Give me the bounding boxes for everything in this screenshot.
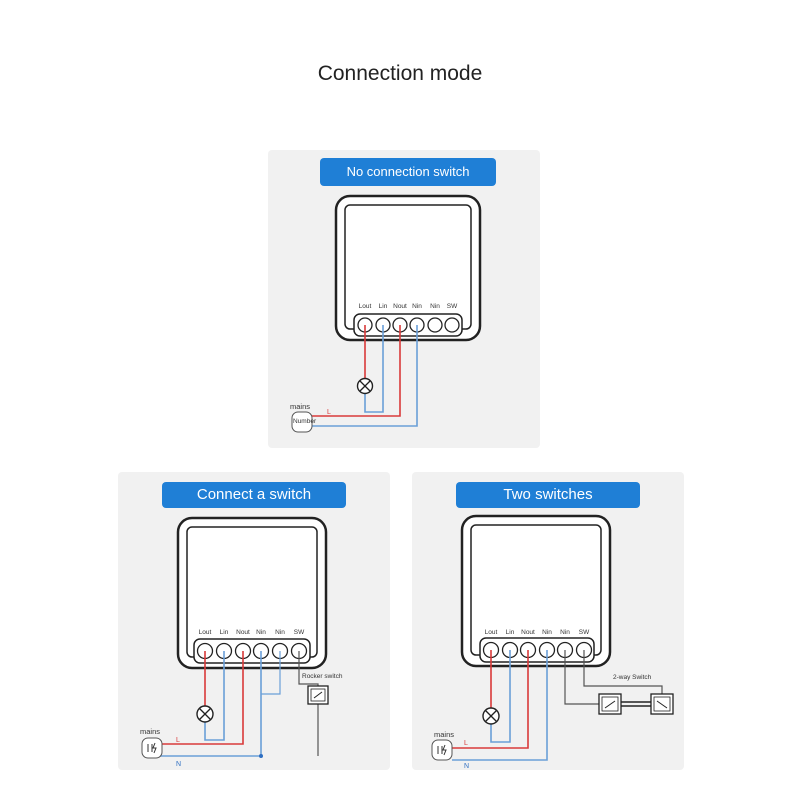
- live-label: L: [176, 737, 180, 744]
- terminal-label-nout: Nout: [236, 629, 250, 636]
- lamp-icon: [196, 705, 214, 723]
- panel-no-connection-switch: Lout Lin Nout Nin Nin SW mains L Number …: [268, 150, 540, 448]
- switch-label: 2-way Switch: [613, 674, 652, 681]
- terminal-label-nin-2: Nin: [430, 303, 440, 310]
- nin-bridge-wire: [261, 651, 281, 695]
- page-title: Connection mode: [317, 62, 483, 85]
- terminal-label-sw: SW: [579, 629, 590, 636]
- device-face: [186, 526, 318, 658]
- terminal-labels: Lout Lin Nout Nin Nin SW: [485, 629, 590, 636]
- switch-wire-nin: [564, 650, 602, 705]
- live-label: L: [464, 740, 468, 747]
- terminal-label-lout: Lout: [199, 629, 212, 636]
- load-neutral-wire: [490, 650, 511, 743]
- terminal-label-nin-1: Nin: [256, 629, 266, 636]
- two-way-switch-icon: [598, 693, 622, 715]
- device-face: [344, 204, 472, 330]
- terminal-label-lin: Lin: [220, 629, 229, 636]
- terminal-label-lin: Lin: [379, 303, 388, 310]
- switch-wire-sw: [583, 650, 663, 698]
- terminal-label-nin-1: Nin: [412, 303, 422, 310]
- terminal-labels: Lout Lin Nout Nin Nin SW: [359, 303, 458, 310]
- terminal-label-nin-1: Nin: [542, 629, 552, 636]
- rocker-switch-icon: [307, 685, 329, 705]
- lamp-icon: [356, 377, 374, 395]
- terminal-label-nout: Nout: [521, 629, 535, 636]
- panel-header: No connection switch: [320, 158, 496, 186]
- wiring-diagram: Lout Lin Nout Nin Nin SW 2-way Switch: [431, 514, 674, 770]
- neutral-label: N: [176, 761, 181, 768]
- mains-label: mains: [140, 727, 160, 736]
- wiring-diagram: Lout Lin Nout Nin Nin SW Rocker switch: [140, 516, 343, 768]
- live-in-wire: [158, 651, 244, 745]
- live-in-wire: [304, 325, 401, 417]
- load-neutral-wire: [204, 651, 225, 741]
- panel-connect-a-switch: Lout Lin Nout Nin Nin SW Rocker switch: [118, 472, 390, 770]
- power-plug-icon: [141, 737, 163, 759]
- switch-label: Rocker switch: [302, 673, 343, 680]
- power-plug-icon: [431, 739, 453, 761]
- neutral-label: N: [464, 763, 469, 770]
- neutral-wire: [304, 325, 418, 427]
- plug-text: Number: [293, 418, 317, 425]
- junction-dot: [259, 754, 263, 758]
- terminal-label-sw: SW: [294, 629, 305, 636]
- terminal-label-lout: Lout: [359, 303, 372, 310]
- terminal-label-nin-2: Nin: [560, 629, 570, 636]
- terminal-label-nin-2: Nin: [275, 629, 285, 636]
- two-way-switch-icon: [650, 693, 674, 715]
- terminal-label-nout: Nout: [393, 303, 407, 310]
- wiring-diagram: Lout Lin Nout Nin Nin SW mains L Number: [290, 194, 482, 433]
- terminal-label-lout: Lout: [485, 629, 498, 636]
- mains-label: mains: [434, 730, 454, 739]
- load-neutral-wire: [364, 325, 384, 413]
- neutral-wire: [452, 650, 548, 761]
- panel-header: Connect a switch: [162, 482, 346, 508]
- terminal-label-sw: SW: [447, 303, 458, 310]
- live-label: L: [327, 409, 331, 416]
- panel-header: Two switches: [456, 482, 640, 508]
- terminal-labels: Lout Lin Nout Nin Nin SW: [199, 629, 305, 636]
- mains-label: mains: [290, 402, 310, 411]
- terminal-label-lin: Lin: [506, 629, 515, 636]
- lamp-icon: [482, 707, 500, 725]
- power-plug-icon: [291, 411, 313, 433]
- terminal-screws: [357, 317, 460, 333]
- live-in-wire: [452, 650, 529, 749]
- panel-two-switches: Lout Lin Nout Nin Nin SW 2-way Switch: [412, 472, 684, 770]
